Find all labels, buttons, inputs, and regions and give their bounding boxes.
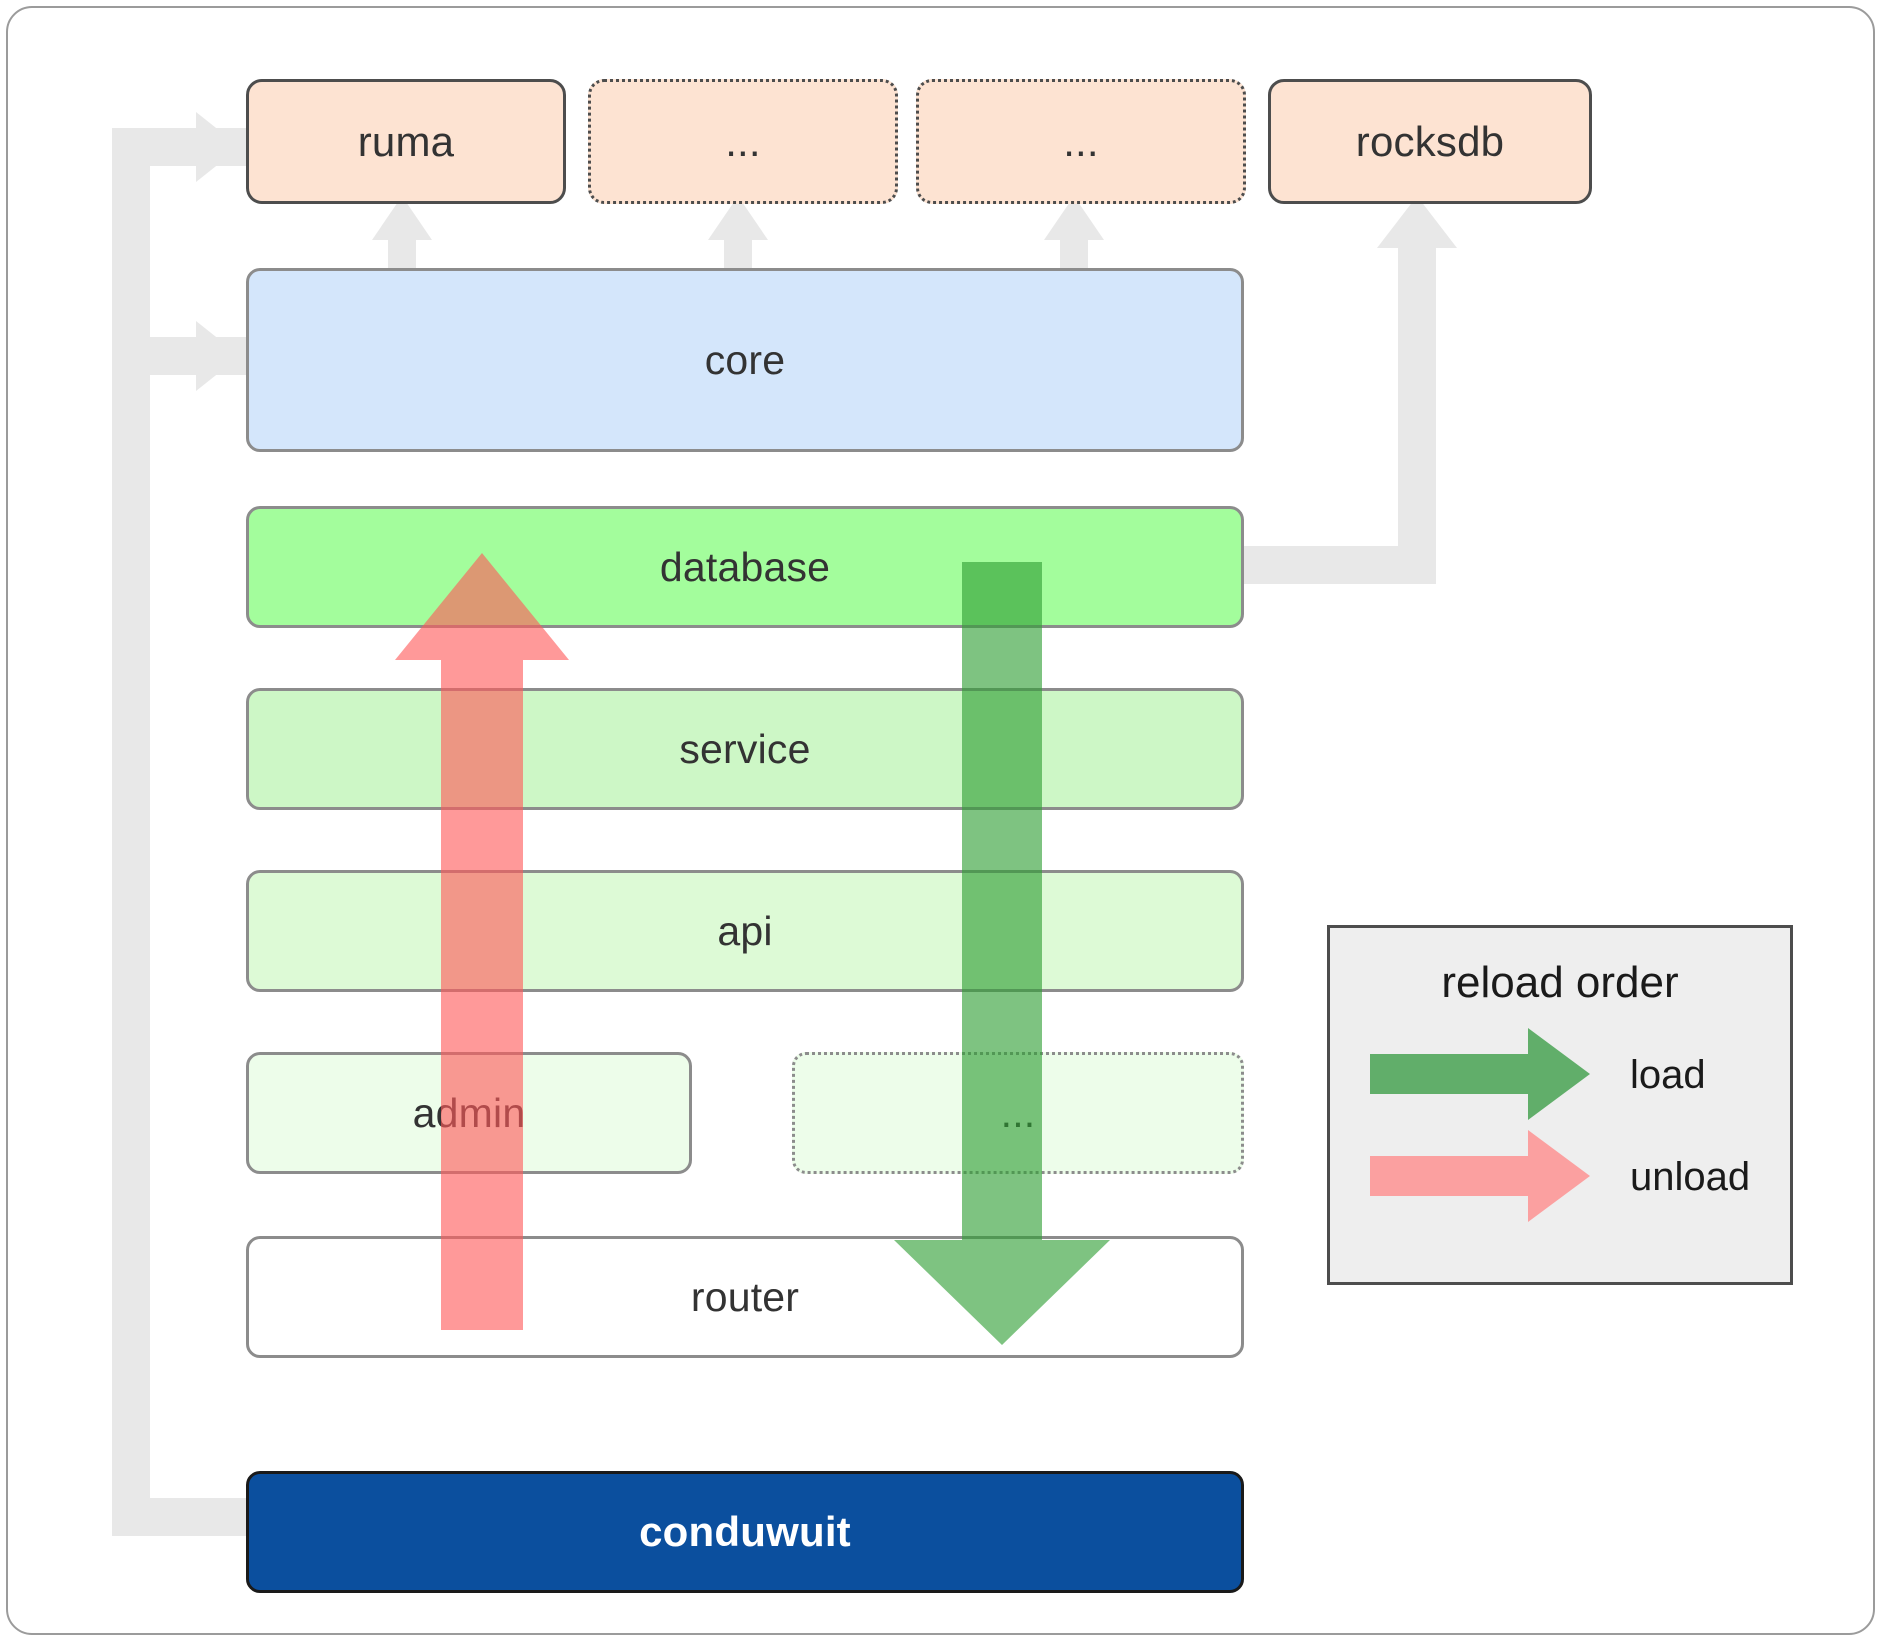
legend-title: reload order [1441,958,1679,1007]
dependency-node-rocksdb[interactable]: rocksdb [1268,79,1592,204]
layer-node-database-label: database [659,543,831,590]
layer-node-router[interactable]: router [246,1236,1244,1358]
layer-node-api[interactable]: api [246,870,1244,992]
diagram-frame [6,6,1875,1635]
dependency-node-other-2-label: ... [1063,117,1099,165]
legend-label-load: load [1630,1053,1706,1097]
layer-node-conduwuit[interactable]: conduwuit [246,1471,1244,1593]
dependency-node-rocksdb-label: rocksdb [1355,117,1505,165]
layer-node-admin[interactable]: admin [246,1052,692,1174]
dependency-node-ruma-label: ruma [357,117,455,165]
dependency-node-other-1[interactable]: ... [588,79,898,204]
unload-arrow-icon [1370,1130,1590,1222]
load-arrow-icon [1370,1028,1590,1120]
layer-node-service[interactable]: service [246,688,1244,810]
dependency-node-ruma[interactable]: ruma [246,79,566,204]
legend-label-unload: unload [1630,1155,1751,1199]
dependency-node-other-1-label: ... [725,117,761,165]
layer-node-core[interactable]: core [246,268,1244,452]
dependency-node-other-2[interactable]: ... [916,79,1246,204]
layer-node-admin-label: admin [412,1089,526,1136]
legend-arrow-icons [1370,1028,1590,1222]
layer-node-router-label: router [690,1273,800,1320]
layer-node-conduwuit-label: conduwuit [639,1508,851,1555]
layer-node-api-label: api [717,907,773,954]
layer-node-service-label: service [679,725,811,772]
layer-node-core-label: core [704,336,786,383]
layer-node-database[interactable]: database [246,506,1244,628]
legend-box: reload order load unload [1327,925,1793,1285]
layer-node-other-label: ... [1000,1089,1036,1136]
layer-node-other[interactable]: ... [792,1052,1244,1174]
